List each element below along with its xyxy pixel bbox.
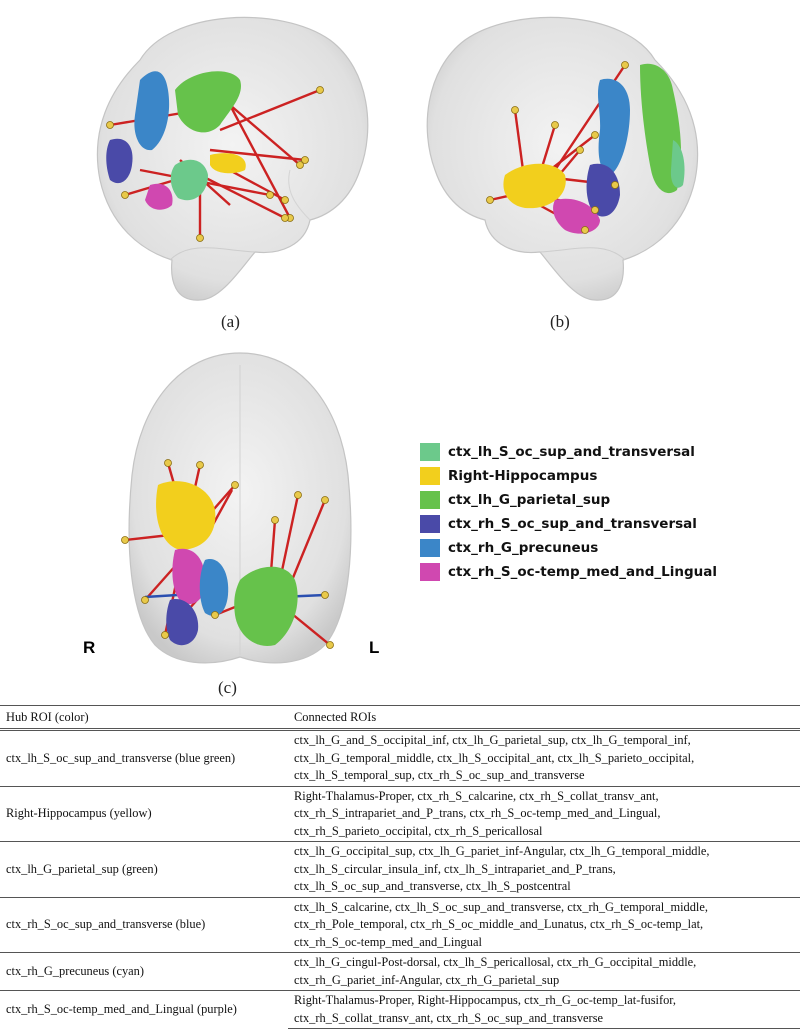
legend-item: Right-Hippocampus [420,464,717,488]
orientation-left-label: L [369,638,380,657]
hub-roi-cell: ctx_rh_S_oc_sup_and_transverse (blue) [0,897,288,953]
node-markers [121,459,334,649]
legend-label: ctx_rh_S_oc-temp_med_and_Lingual [448,564,717,580]
brain-panel-a [96,16,369,301]
connected-rois-line: ctx_lh_S_temporal_sup, ctx_rh_S_oc_sup_a… [294,768,585,782]
node-markers [106,86,324,242]
caption-b: (b) [550,312,570,331]
connected-rois-line: ctx_lh_G_occipital_sup, ctx_lh_G_pariet_… [294,844,710,858]
connected-rois-line: ctx_lh_S_oc_sup_and_transverse, ctx_lh_S… [294,879,571,893]
legend-swatch [420,467,440,485]
connected-rois-cell: ctx_lh_G_cingul-Post-dorsal, ctx_lh_S_pe… [288,952,800,991]
orientation-right-label: R [83,638,96,657]
hub-roi-cell: ctx_rh_G_precuneus (cyan) [0,952,288,991]
brain-regions [106,71,246,210]
legend-swatch [420,515,440,533]
legend-label: ctx_rh_G_precuneus [448,540,599,556]
connected-rois-line: Right-Thalamus-Proper, ctx_rh_S_calcarin… [294,788,659,803]
connected-rois-cell: ctx_lh_S_calcarine, ctx_lh_S_oc_sup_and_… [288,897,800,953]
connected-rois-cell: ctx_lh_G_and_S_occipital_inf, ctx_lh_G_p… [288,729,800,787]
connected-rois-cell: Right-Thalamus-Proper, ctx_rh_S_calcarin… [288,786,800,842]
connected-rois-line: ctx_lh_G_and_S_occipital_inf, ctx_lh_G_p… [294,733,691,747]
legend-label: ctx_rh_S_oc_sup_and_transversal [448,516,697,532]
table-row: Right-Hippocampus (yellow) Right-Thalamus… [0,786,800,842]
legend-swatch [420,539,440,557]
connected-rois-line: ctx_lh_G_temporal_middle, ctx_lh_S_occip… [294,750,695,765]
legend-item: ctx_lh_G_parietal_sup [420,488,717,512]
legend-label: ctx_lh_S_oc_sup_and_transversal [448,444,695,460]
legend-item: ctx_rh_S_oc_sup_and_transversal [420,512,717,536]
hub-roi-cell: ctx_rh_S_oc-temp_med_and_Lingual (purple… [6,1002,237,1016]
caption-c: (c) [218,678,237,697]
hub-roi-cell: ctx_lh_G_parietal_sup (green) [0,841,288,898]
legend-item: ctx_rh_S_oc-temp_med_and_Lingual [420,560,717,584]
connected-rois-line: ctx_rh_S_parieto_occipital, ctx_rh_S_per… [294,823,543,838]
brain-regions [156,481,298,646]
connected-rois-cell: ctx_lh_G_occipital_sup, ctx_lh_G_pariet_… [288,841,800,898]
table-row: ctx_rh_S_oc-temp_med_and_Lingual (purple… [0,990,800,1029]
node-markers [486,61,629,234]
table-row: ctx_rh_G_precuneus (cyan) ctx_lh_G_cingul… [0,952,800,991]
hub-roi-cell: Right-Hippocampus (yellow) [0,786,288,842]
brain-panel-b [426,16,699,301]
hub-roi-table: Hub ROI (color) Connected ROIs ctx_lh_S_… [0,705,800,1029]
legend-swatch [420,443,440,461]
legend-swatch [420,491,440,509]
table-row: ctx_lh_G_parietal_sup (green) ctx_lh_G_oc… [0,841,800,898]
brain-regions [503,63,685,234]
legend-item: ctx_rh_G_precuneus [420,536,717,560]
table-row: ctx_rh_S_oc_sup_and_transverse (blue) ctx… [0,897,800,953]
connected-rois-line: ctx_lh_S_circular_insula_inf, ctx_lh_S_i… [294,861,616,876]
connected-rois-line: ctx_rh_G_pariet_inf-Angular, ctx_rh_G_pa… [294,972,560,987]
connected-rois-cell: Right-Thalamus-Proper, Right-Hippocampus… [288,990,800,1029]
connected-rois-line: ctx_rh_S_oc-temp_med_and_Lingual [294,934,482,949]
table-row: ctx_lh_S_oc_sup_and_transverse (blue gre… [0,729,800,787]
header-connected-rois: Connected ROIs [288,705,800,731]
connected-rois-line: ctx_rh_S_collat_transv_ant, ctx_rh_S_oc_… [294,1010,604,1025]
hub-roi-cell: ctx_lh_S_oc_sup_and_transverse (blue gre… [0,729,288,787]
caption-a: (a) [221,312,240,331]
legend-item: ctx_lh_S_oc_sup_and_transversal [420,440,717,464]
connected-rois-line: Right-Thalamus-Proper, Right-Hippocampus… [294,993,677,1007]
connected-rois-line: ctx_lh_S_calcarine, ctx_lh_S_oc_sup_and_… [294,899,708,914]
connected-rois-line: ctx_rh_S_intrapariet_and_P_trans, ctx_rh… [294,806,661,820]
header-hub-roi: Hub ROI (color) [0,705,288,731]
connected-rois-line: ctx_lh_G_cingul-Post-dorsal, ctx_lh_S_pe… [294,955,697,969]
legend-label: Right-Hippocampus [448,468,598,484]
legend-swatch [420,563,440,581]
legend-label: ctx_lh_G_parietal_sup [448,492,611,508]
brain-panel-c [121,352,352,664]
connected-rois-line: ctx_rh_Pole_temporal, ctx_rh_S_oc_middle… [294,917,704,931]
